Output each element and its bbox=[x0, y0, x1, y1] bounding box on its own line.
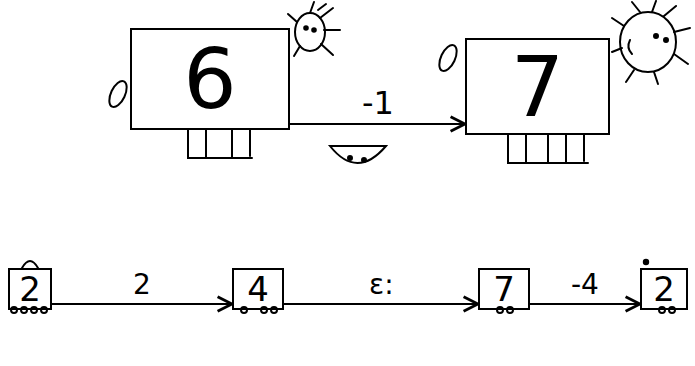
node-number: 7 bbox=[493, 272, 515, 306]
wagon-box: 4 bbox=[232, 268, 284, 310]
arrow-connector bbox=[290, 123, 465, 125]
sheep-tail bbox=[436, 42, 461, 73]
node-number: 7 bbox=[511, 45, 564, 129]
sheep-head bbox=[612, 1, 690, 84]
node-number: 4 bbox=[247, 272, 269, 306]
wagon-box: 7 bbox=[478, 268, 530, 310]
wagon-wheels bbox=[11, 307, 675, 313]
arrow-connector bbox=[52, 303, 232, 305]
operation-label: -4 bbox=[568, 271, 602, 299]
wagon-dot bbox=[644, 260, 648, 264]
node-number: 2 bbox=[19, 272, 41, 306]
sheep-legs bbox=[188, 130, 252, 158]
node-number: 6 bbox=[183, 37, 236, 121]
node-number: 2 bbox=[653, 272, 675, 306]
sheep-head bbox=[288, 2, 340, 56]
sheep-body: 6 bbox=[130, 28, 290, 130]
wagon-box: 2 bbox=[640, 268, 688, 310]
wagon-box: 2 bbox=[8, 268, 52, 310]
arrow-connector bbox=[530, 303, 640, 305]
wagon-roof bbox=[22, 261, 38, 268]
operation-label: 2 bbox=[130, 271, 154, 299]
operation-label: ε: bbox=[366, 271, 397, 299]
smiley-bowl bbox=[330, 146, 386, 163]
operation-label: -1 bbox=[359, 87, 397, 119]
sheep-body: 7 bbox=[465, 38, 610, 135]
sheep-legs bbox=[508, 135, 588, 163]
arrow-connector bbox=[284, 303, 478, 305]
sheep-tail bbox=[106, 78, 131, 109]
